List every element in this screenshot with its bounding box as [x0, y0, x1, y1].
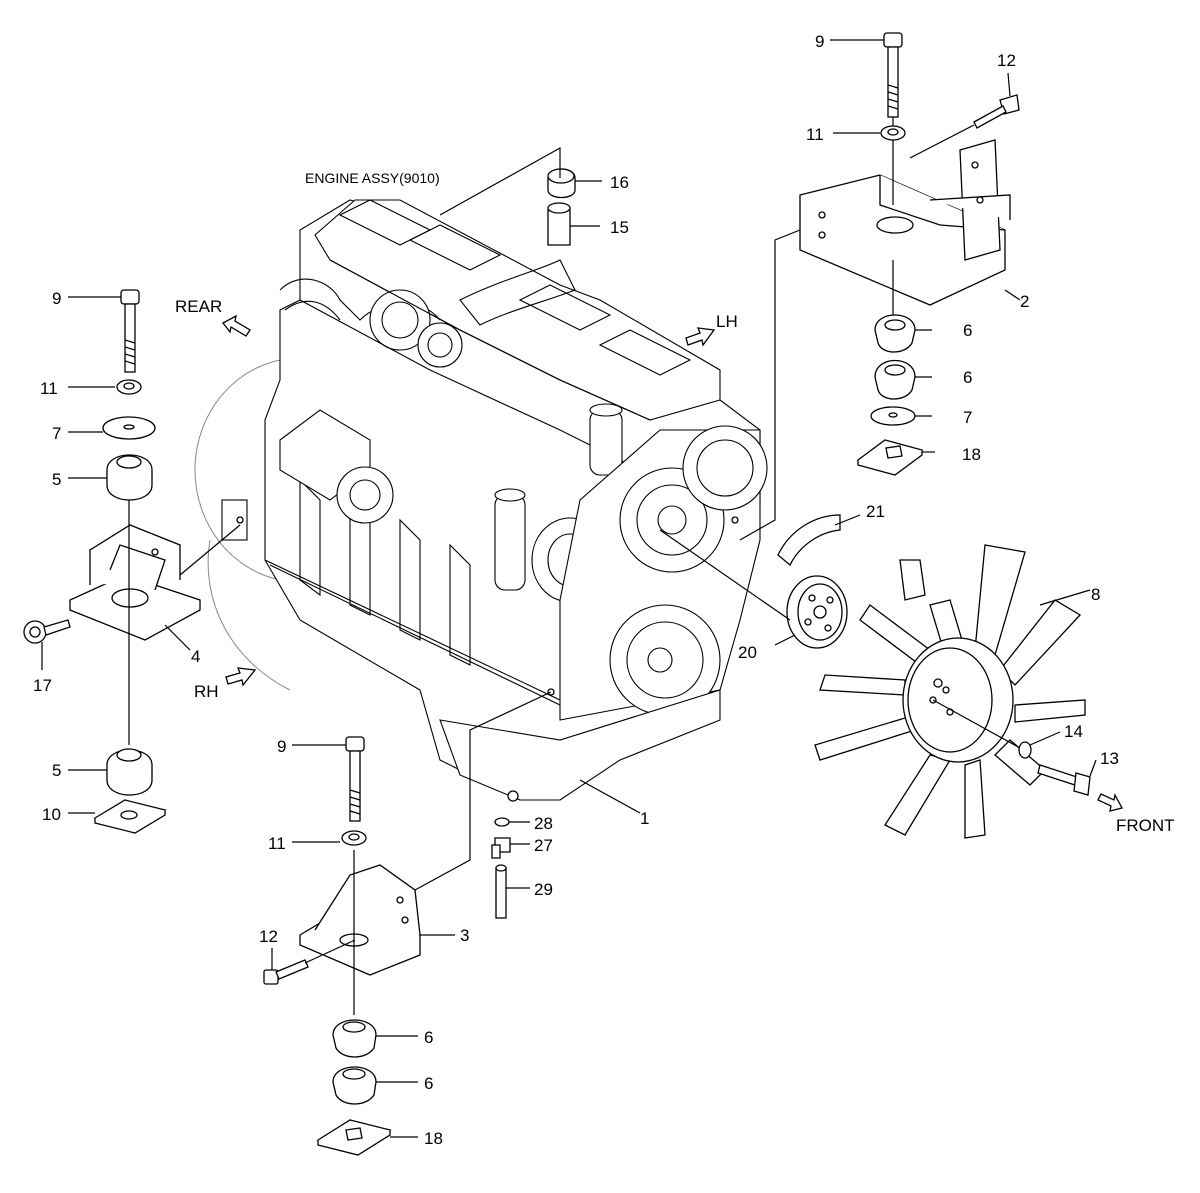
callout-12-top: 12: [997, 51, 1016, 70]
part-10-plate: [68, 799, 167, 834]
callout-28: 28: [534, 814, 553, 833]
direction-front-label: FRONT: [1116, 816, 1175, 835]
callout-8: 8: [1091, 585, 1100, 604]
callout-5-upper: 5: [52, 470, 61, 489]
part-14-washer: [1018, 731, 1061, 759]
part-3-rh-bracket: [299, 691, 552, 976]
callout-7-lh: 7: [963, 408, 972, 427]
callout-14: 14: [1064, 722, 1083, 741]
callout-12-rh: 12: [259, 927, 278, 946]
callout-29: 29: [534, 880, 553, 899]
part-11-washer-rh: [292, 830, 367, 846]
part-8-cooling-fan: [814, 544, 1091, 839]
callout-21: 21: [866, 502, 885, 521]
part-28-o-ring: [494, 817, 530, 827]
part-17-bolt: [23, 619, 71, 670]
part-9-bolt-rear: [68, 289, 140, 373]
part-6-rubber-mount-lh-1: [874, 260, 932, 353]
callout-9-top: 9: [815, 32, 824, 51]
part-18-plate-lh: [856, 439, 935, 476]
bracket-2-leader: [739, 229, 801, 541]
callout-3: 3: [460, 926, 469, 945]
part-9-bolt-rh: [292, 736, 365, 822]
callout-1: 1: [640, 809, 649, 828]
part-1-leader: [579, 779, 641, 814]
engine-assy-caption: ENGINE ASSY(9010): [305, 170, 440, 186]
part-29-dipstick-tube: [495, 864, 530, 919]
callout-10: 10: [42, 805, 61, 824]
callout-17: 17: [33, 676, 52, 695]
part-4-rear-bracket: [69, 524, 241, 651]
lh-arrow-icon: [685, 327, 716, 347]
callout-20: 20: [738, 643, 757, 662]
callout-18-rh: 18: [424, 1129, 443, 1148]
rh-arrow-icon: [225, 667, 257, 687]
callout-6-rh-2: 6: [424, 1074, 433, 1093]
callout-4: 4: [191, 647, 200, 666]
callout-5-lower: 5: [52, 761, 61, 780]
callout-15: 15: [610, 218, 629, 237]
callout-27: 27: [534, 836, 553, 855]
part-6-rubber-mount-rh-2: [332, 1066, 418, 1105]
callout-6-rh-1: 6: [424, 1028, 433, 1047]
part-6-rubber-mount-rh-1: [332, 1019, 418, 1058]
callout-16: 16: [610, 173, 629, 192]
part-27-fitting: [491, 837, 530, 859]
part-13-bolt: [1037, 759, 1097, 796]
engine-assembly: [194, 199, 768, 802]
part-5-rubber-mount-rear-upper: [68, 454, 153, 501]
callout-11-top: 11: [806, 125, 824, 144]
part-18-plate-rh: [316, 1119, 418, 1156]
direction-lh-label: LH: [716, 312, 738, 331]
part-16-hose-clamp: [547, 168, 602, 199]
part-6-rubber-mount-lh-2: [874, 359, 932, 400]
callout-18-lh: 18: [962, 445, 981, 464]
front-arrow-icon: [1097, 793, 1123, 812]
callout-7-rear: 7: [52, 424, 61, 443]
part-7-washer-rear: [68, 416, 156, 440]
callout-6-lh-1: 6: [963, 321, 972, 340]
direction-rear-label: REAR: [175, 297, 222, 316]
callout-2: 2: [1020, 292, 1029, 311]
caption-leader-line: [439, 146, 561, 216]
part-11-washer-top: [833, 125, 906, 141]
part-15-hose: [547, 202, 600, 246]
direction-rh-label: RH: [194, 682, 219, 701]
callout-9-rear: 9: [52, 289, 61, 308]
part-20-pulley: [659, 529, 848, 649]
callout-11-rear: 11: [40, 379, 58, 398]
part-12-bolt-top: [909, 72, 1020, 159]
callout-6-lh-2: 6: [963, 368, 972, 387]
callout-9-rh: 9: [277, 737, 286, 756]
part-5-rubber-mount-rear-lower: [68, 748, 153, 796]
part-2-lh-bracket: [799, 139, 1021, 306]
callout-13: 13: [1100, 749, 1119, 768]
part-11-washer-rear: [68, 379, 142, 395]
part-12-bolt-rh: [263, 939, 356, 985]
part-21-belt-guard: [777, 514, 861, 567]
callout-11-rh: 11: [268, 834, 286, 853]
rear-arrow-icon: [222, 314, 251, 337]
part-7-washer-lh: [870, 406, 932, 426]
